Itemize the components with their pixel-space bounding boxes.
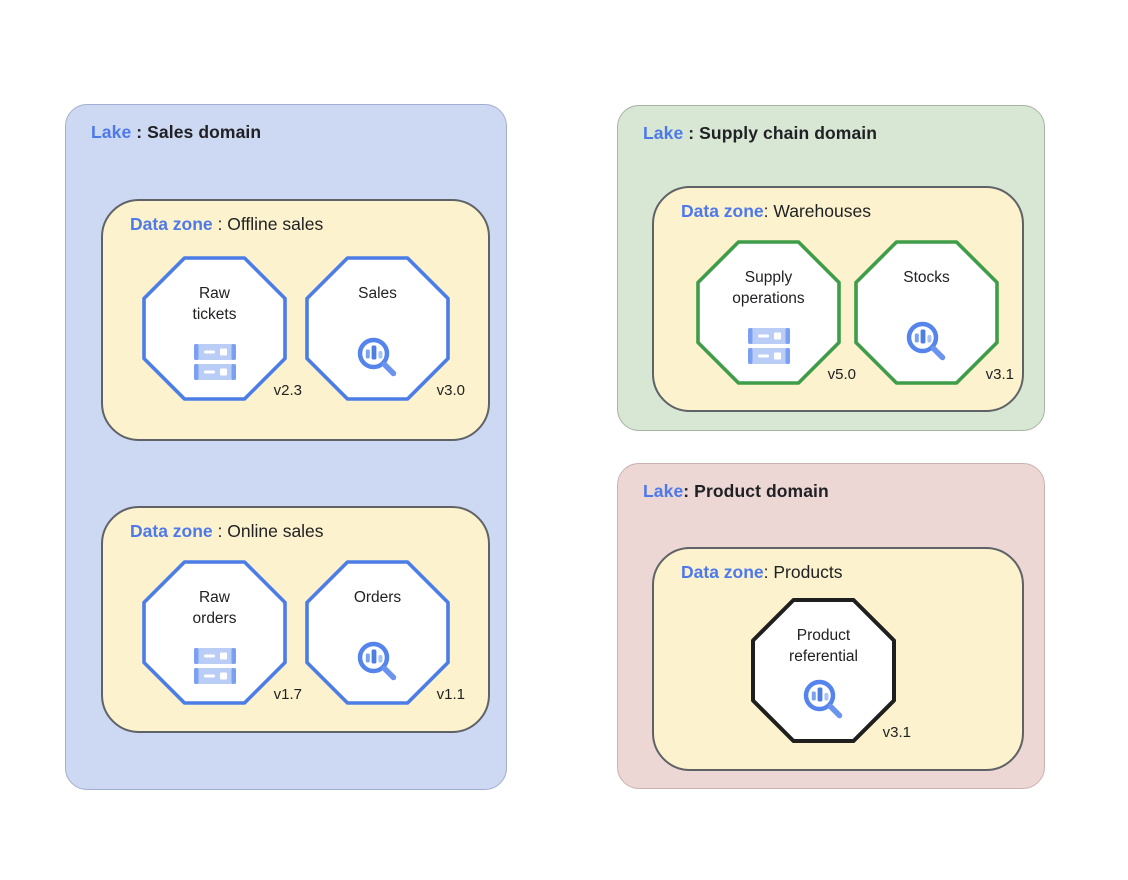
version-label: v5.0: [827, 366, 856, 383]
analytics-search-icon: [904, 319, 950, 365]
data-zone-keyword: Data zone: [130, 521, 213, 541]
lake-keyword: Lake: [643, 481, 684, 501]
lake-keyword: Lake: [643, 123, 684, 143]
zone-offline-sales-title: Data zone : Offline sales: [130, 214, 323, 235]
zone-title-text: : Offline sales: [212, 214, 324, 234]
zone-online-sales-title: Data zone : Online sales: [130, 521, 324, 542]
zone-title-text: : Products: [763, 562, 843, 582]
zone-products: Data zone: Products Product referential …: [652, 547, 1024, 771]
node-label: Product referential: [789, 627, 858, 665]
lake-sales-domain: Lake : Sales domain Data zone : Offline …: [65, 104, 507, 790]
version-label: v1.7: [273, 686, 302, 703]
storage-icon: [193, 344, 236, 381]
data-zone-keyword: Data zone: [681, 201, 764, 221]
node-label: Raw orders: [192, 589, 237, 627]
zone-products-title: Data zone: Products: [681, 562, 842, 583]
octagon-outline: [142, 560, 287, 705]
zone-warehouses: Data zone: Warehouses Supply operations …: [652, 186, 1024, 412]
octagon-outline: [751, 598, 896, 743]
lake-keyword: Lake: [91, 122, 132, 142]
zone-offline-sales: Data zone : Offline sales Raw tickets v2…: [101, 199, 490, 441]
node-label: Supply operations: [732, 269, 805, 307]
version-label: v1.1: [436, 686, 465, 703]
version-label: v2.3: [273, 382, 302, 399]
version-label: v3.1: [985, 366, 1014, 383]
node-label: Stocks: [903, 269, 950, 286]
lake-supply-title: Lake : Supply chain domain: [643, 123, 877, 144]
zone-title-text: : Warehouses: [763, 201, 871, 221]
zone-warehouses-title: Data zone: Warehouses: [681, 201, 871, 222]
data-zone-keyword: Data zone: [681, 562, 764, 582]
analytics-search-icon: [801, 677, 847, 723]
node-stocks: Stocks v3.1: [854, 240, 1014, 385]
lake-sales-title: Lake : Sales domain: [91, 122, 261, 143]
lake-title-text: : Supply chain domain: [683, 123, 878, 143]
node-sales: Sales v3.0: [305, 256, 465, 401]
analytics-search-icon: [355, 335, 401, 381]
storage-icon: [193, 648, 236, 685]
node-label: Orders: [353, 589, 402, 606]
octagon-outline: [142, 256, 287, 401]
lake-title-text: : Sales domain: [131, 122, 262, 142]
node-raw-tickets: Raw tickets v2.3: [142, 256, 302, 401]
octagon-outline: [854, 240, 999, 385]
lake-title-text: : Product domain: [683, 481, 829, 501]
octagon-outline: [696, 240, 841, 385]
lake-supply-chain-domain: Lake : Supply chain domain Data zone: Wa…: [617, 105, 1045, 431]
node-label: Raw tickets: [192, 285, 237, 323]
storage-icon: [747, 328, 790, 365]
data-zone-keyword: Data zone: [130, 214, 213, 234]
zone-title-text: : Online sales: [212, 521, 324, 541]
octagon-outline: [305, 560, 450, 705]
version-label: v3.0: [436, 382, 465, 399]
zone-online-sales: Data zone : Online sales Raw orders v1.7…: [101, 506, 490, 733]
version-label: v3.1: [882, 724, 911, 741]
node-label: Sales: [358, 285, 397, 302]
lake-product-domain: Lake: Product domain Data zone: Products…: [617, 463, 1045, 789]
octagon-outline: [305, 256, 450, 401]
analytics-search-icon: [355, 639, 401, 685]
node-supply-operations: Supply operations v5.0: [696, 240, 856, 385]
node-product-referential: Product referential v3.1: [751, 598, 911, 743]
node-raw-orders: Raw orders v1.7: [142, 560, 302, 705]
node-orders: Orders v1.1: [305, 560, 465, 705]
lake-product-title: Lake: Product domain: [643, 481, 829, 502]
